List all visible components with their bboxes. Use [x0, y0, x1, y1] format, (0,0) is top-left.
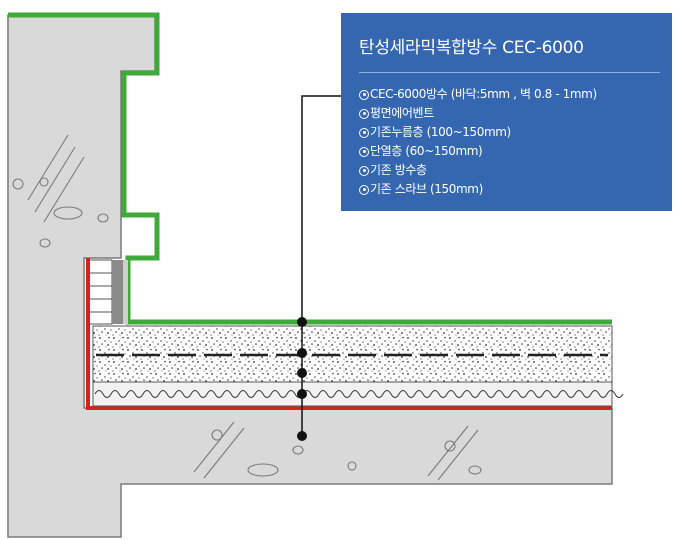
wall-gap-strip — [112, 260, 123, 324]
bullet-icon — [359, 89, 369, 100]
layer-list: CEC-6000방수 (바닥:5mm , 벽 0.8 - 1mm) 평면에어벤트… — [359, 85, 654, 199]
bullet-icon — [359, 127, 369, 138]
leader-dot-insulation — [297, 389, 307, 399]
bullet-icon — [359, 184, 369, 195]
leader-dot-coating — [297, 317, 307, 327]
list-item: 기존 스라브 (150mm) — [359, 180, 654, 199]
list-item: 평면에어벤트 — [359, 104, 654, 123]
list-item: 단열층 (60~150mm) — [359, 142, 654, 161]
concrete-texture — [12, 134, 482, 481]
leader-dot-air-vent — [297, 348, 307, 358]
insulation-layer — [92, 381, 613, 407]
list-item: CEC-6000방수 (바닥:5mm , 벽 0.8 - 1mm) — [359, 85, 654, 104]
layer-callout-box: 탄성세라믹복합방수 CEC-6000 CEC-6000방수 (바닥:5mm , … — [341, 13, 672, 211]
callout-title: 탄성세라믹복합방수 CEC-6000 — [359, 33, 660, 73]
list-item: 기존 방수층 — [359, 161, 654, 180]
existing-waterproof-layer — [86, 258, 612, 410]
bullet-icon — [359, 165, 369, 176]
leader-points — [297, 317, 307, 441]
brick-protection-column — [88, 259, 113, 325]
bullet-icon — [359, 146, 369, 157]
leader-dot-slab — [297, 431, 307, 441]
insulation-wave — [94, 390, 624, 398]
brick-joints — [89, 272, 112, 313]
wall-gap-strip-inner — [123, 260, 128, 324]
list-item: 기존누름층 (100~150mm) — [359, 123, 654, 142]
leader-dot-protection — [297, 368, 307, 378]
bullet-icon — [359, 108, 369, 119]
